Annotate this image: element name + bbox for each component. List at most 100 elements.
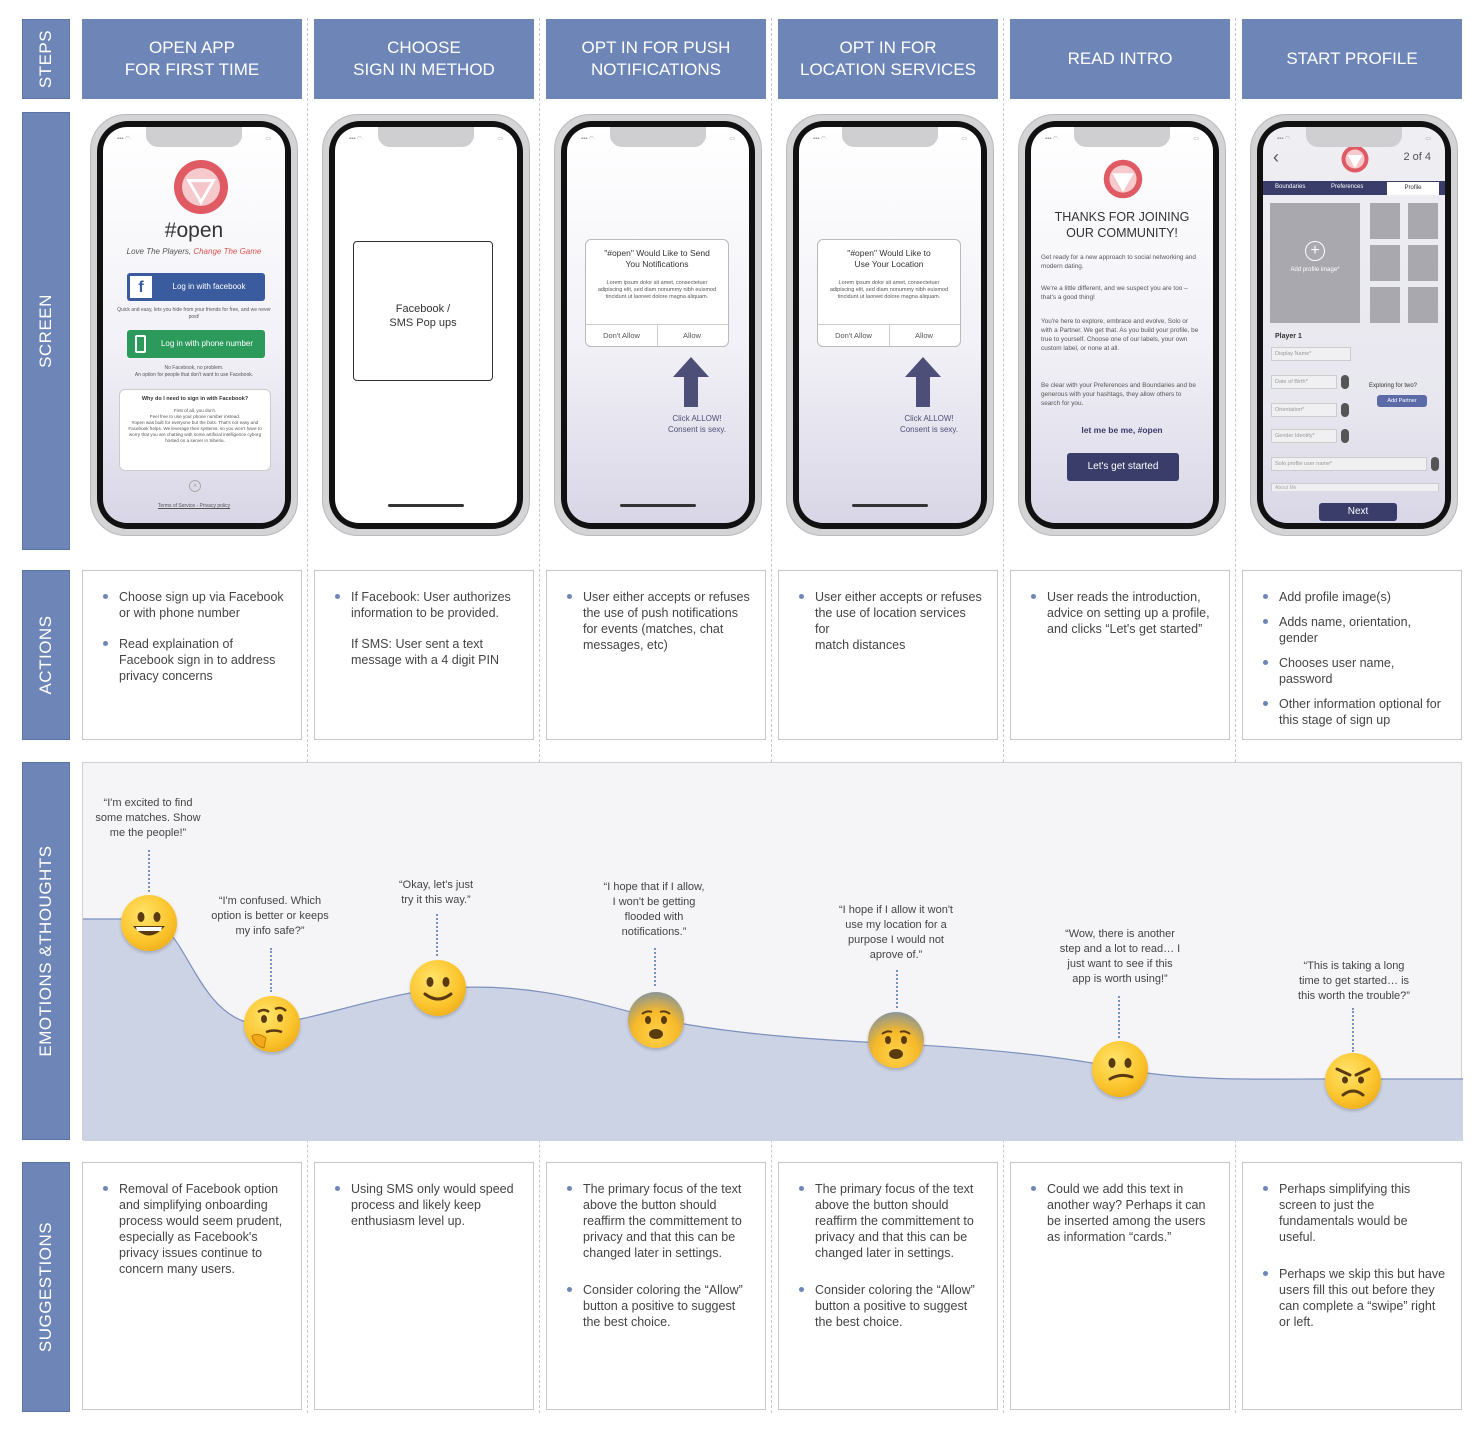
toggle-switch[interactable] [1341, 429, 1349, 443]
dont-allow-button[interactable]: Don't Allow [586, 324, 658, 346]
column-separator [1003, 18, 1004, 1413]
emotion-quote-2: “I'm confused. Which option is better or… [211, 895, 329, 937]
why-facebook-bubble: Why do I need to sign in with Facebook? … [119, 389, 271, 471]
close-icon[interactable]: × [189, 480, 201, 492]
emotion-connector [896, 970, 898, 1008]
image-slot[interactable] [1408, 203, 1438, 239]
dialog-body: Lorem ipsum dolor sit amet, consectetuer… [597, 280, 717, 300]
brand-name: #open [164, 219, 224, 242]
tab-profile[interactable]: Profile [1387, 182, 1439, 195]
step-header-6: START PROFILE [1242, 19, 1462, 99]
column-separator [771, 18, 772, 1413]
open-logo-icon [174, 160, 228, 214]
row-label-suggestions: SUGGESTIONS [22, 1162, 70, 1412]
action-item: Choose sign up via Facebook or with phon… [101, 589, 287, 621]
why-facebook-title: Why do I need to sign in with Facebook? [141, 396, 249, 402]
fearful-face-icon [628, 992, 684, 1048]
emotion-curve [83, 918, 1463, 1141]
facebook-icon: f [130, 276, 152, 298]
image-slot[interactable] [1370, 245, 1400, 281]
intro-p3: You're here to explore, embrace and evol… [1041, 318, 1199, 352]
toggle-switch[interactable] [1341, 375, 1349, 389]
terms-links[interactable]: Terms of Service - Privacy policy [157, 503, 231, 509]
allow-button[interactable]: Allow [888, 324, 960, 346]
step-header-4: OPT IN FOR LOCATION SERVICES [778, 19, 998, 99]
toggle-switch[interactable] [1431, 457, 1439, 471]
phone-mockup: ▪▪▪ ◠▭ "#open" Would Like to Use Your Lo… [786, 114, 994, 536]
partner-question: Exploring for two? [1369, 383, 1418, 389]
add-partner-button[interactable]: Add Partner [1377, 395, 1427, 407]
actions-box-4: User either accepts or refuses the use o… [778, 570, 998, 740]
phone-login-button[interactable]: Log in with phone number [127, 330, 265, 358]
display-name-field[interactable]: Display Name* [1271, 347, 1351, 361]
row-label-screen: SCREEN [22, 112, 70, 550]
step-header-1: OPEN APP FOR FIRST TIME [82, 19, 302, 99]
solo-username-field[interactable]: Solo profile user name* [1271, 457, 1427, 471]
date-of-birth-field[interactable]: Date of Birth* [1271, 375, 1337, 389]
image-slot[interactable] [1370, 203, 1400, 239]
actions-box-5: User reads the introduction, advice on s… [1010, 570, 1230, 740]
why-facebook-body: First of all, you don't. Feel free to us… [128, 408, 262, 443]
step-header-5: READ INTRO [1010, 19, 1230, 99]
toggle-switch[interactable] [1341, 403, 1349, 417]
phone-mockup: ▪▪▪ ◠▭ ‹ 2 of 4 Boundaries Preferences P… [1250, 114, 1458, 536]
step-header-3: OPT IN FOR PUSH NOTIFICATIONS [546, 19, 766, 99]
allow-hint: Click ALLOW! Consent is sexy. [667, 414, 727, 434]
dialog-title: "#open" Would Like to Use Your Location [847, 248, 931, 269]
screen-sign-in-method: ▪▪▪ ◠▭ Facebook / SMS Pop ups [314, 112, 546, 550]
status-bar: ▪▪▪ ◠▭ [349, 136, 503, 142]
orientation-field[interactable]: Orientation* [1271, 403, 1337, 417]
lets-get-started-button[interactable]: Let's get started [1067, 453, 1179, 481]
tab-boundaries[interactable]: Boundaries [1275, 184, 1306, 190]
notification-permission-dialog: "#open" Would Like to Send You Notificat… [585, 239, 729, 347]
open-logo-icon [1341, 145, 1369, 173]
image-slot[interactable] [1408, 245, 1438, 281]
action-item: Adds name, orientation, gender [1261, 614, 1447, 646]
next-button[interactable]: Next [1319, 503, 1397, 521]
phone-mockup: ▪▪▪ ◠▭ "#open" Would Like to Send You No… [554, 114, 762, 536]
emotion-quote-6: “Wow, there is another step and a lot to… [1059, 928, 1181, 985]
facebook-note: Quick and easy, lets you hide from your … [117, 307, 271, 320]
actions-box-3: User either accepts or refuses the use o… [546, 570, 766, 740]
facebook-login-button[interactable]: f Log in with facebook [127, 273, 265, 301]
arrow-up-icon [673, 357, 709, 407]
add-icon: + [1305, 241, 1325, 261]
back-chevron-icon[interactable]: ‹ [1273, 147, 1279, 167]
action-item: Other information optional for this stag… [1261, 696, 1447, 728]
column-separator [539, 18, 540, 1413]
emotion-quote-1: “I'm excited to find some matches. Show … [95, 797, 201, 839]
about-me-field[interactable]: About Me [1271, 483, 1439, 491]
screen-start-profile: ▪▪▪ ◠▭ ‹ 2 of 4 Boundaries Preferences P… [1242, 112, 1474, 550]
main-profile-image-slot[interactable]: + Add profile image* [1270, 203, 1360, 323]
angry-face-icon [1325, 1053, 1381, 1109]
gender-identity-field[interactable]: Gender Identity* [1271, 429, 1337, 443]
screen-location-services: ▪▪▪ ◠▭ "#open" Would Like to Use Your Lo… [778, 112, 1010, 550]
allow-hint: Click ALLOW! Consent is sexy. [899, 414, 959, 434]
action-item: Read explaination of Facebook sign in to… [101, 636, 287, 684]
emotion-quote-4: “I hope that if I allow, I won't be gett… [603, 881, 705, 938]
image-slot[interactable] [1370, 287, 1400, 323]
emotion-quote-7: “This is taking a long time to get start… [1298, 960, 1410, 1002]
action-item: Chooses user name, password [1261, 655, 1447, 687]
smiling-face-icon [410, 960, 466, 1016]
action-item: User either accepts or refuses the use o… [565, 589, 751, 653]
row-label-actions: ACTIONS [22, 570, 70, 740]
intro-p2: We're a little different, and we suspect… [1041, 285, 1188, 301]
actions-box-2: If Facebook: User authorizes information… [314, 570, 534, 740]
row-label-emotions: EMOTIONS &THOUGHTS [22, 762, 70, 1140]
image-slot[interactable] [1408, 287, 1438, 323]
suggestions-box-3: The primary focus of the text above the … [546, 1162, 766, 1410]
step-progress: 2 of 4 [1403, 151, 1431, 163]
screen-push-notifications: ▪▪▪ ◠▭ "#open" Would Like to Send You No… [546, 112, 778, 550]
tab-preferences[interactable]: Preferences [1331, 184, 1364, 190]
suggestion-item: Perhaps simplifying this screen to just … [1261, 1181, 1447, 1245]
suggestions-box-1: Removal of Facebook option and simplifyi… [82, 1162, 302, 1410]
arrow-up-icon [905, 357, 941, 407]
suggestion-item: The primary focus of the text above the … [797, 1181, 983, 1261]
column-separator [307, 18, 308, 1413]
dont-allow-button[interactable]: Don't Allow [818, 324, 890, 346]
home-indicator [388, 504, 464, 507]
emotion-connector [1352, 1008, 1354, 1052]
sign-in-popup-placeholder: Facebook / SMS Pop ups [353, 241, 493, 381]
allow-button[interactable]: Allow [656, 324, 728, 346]
